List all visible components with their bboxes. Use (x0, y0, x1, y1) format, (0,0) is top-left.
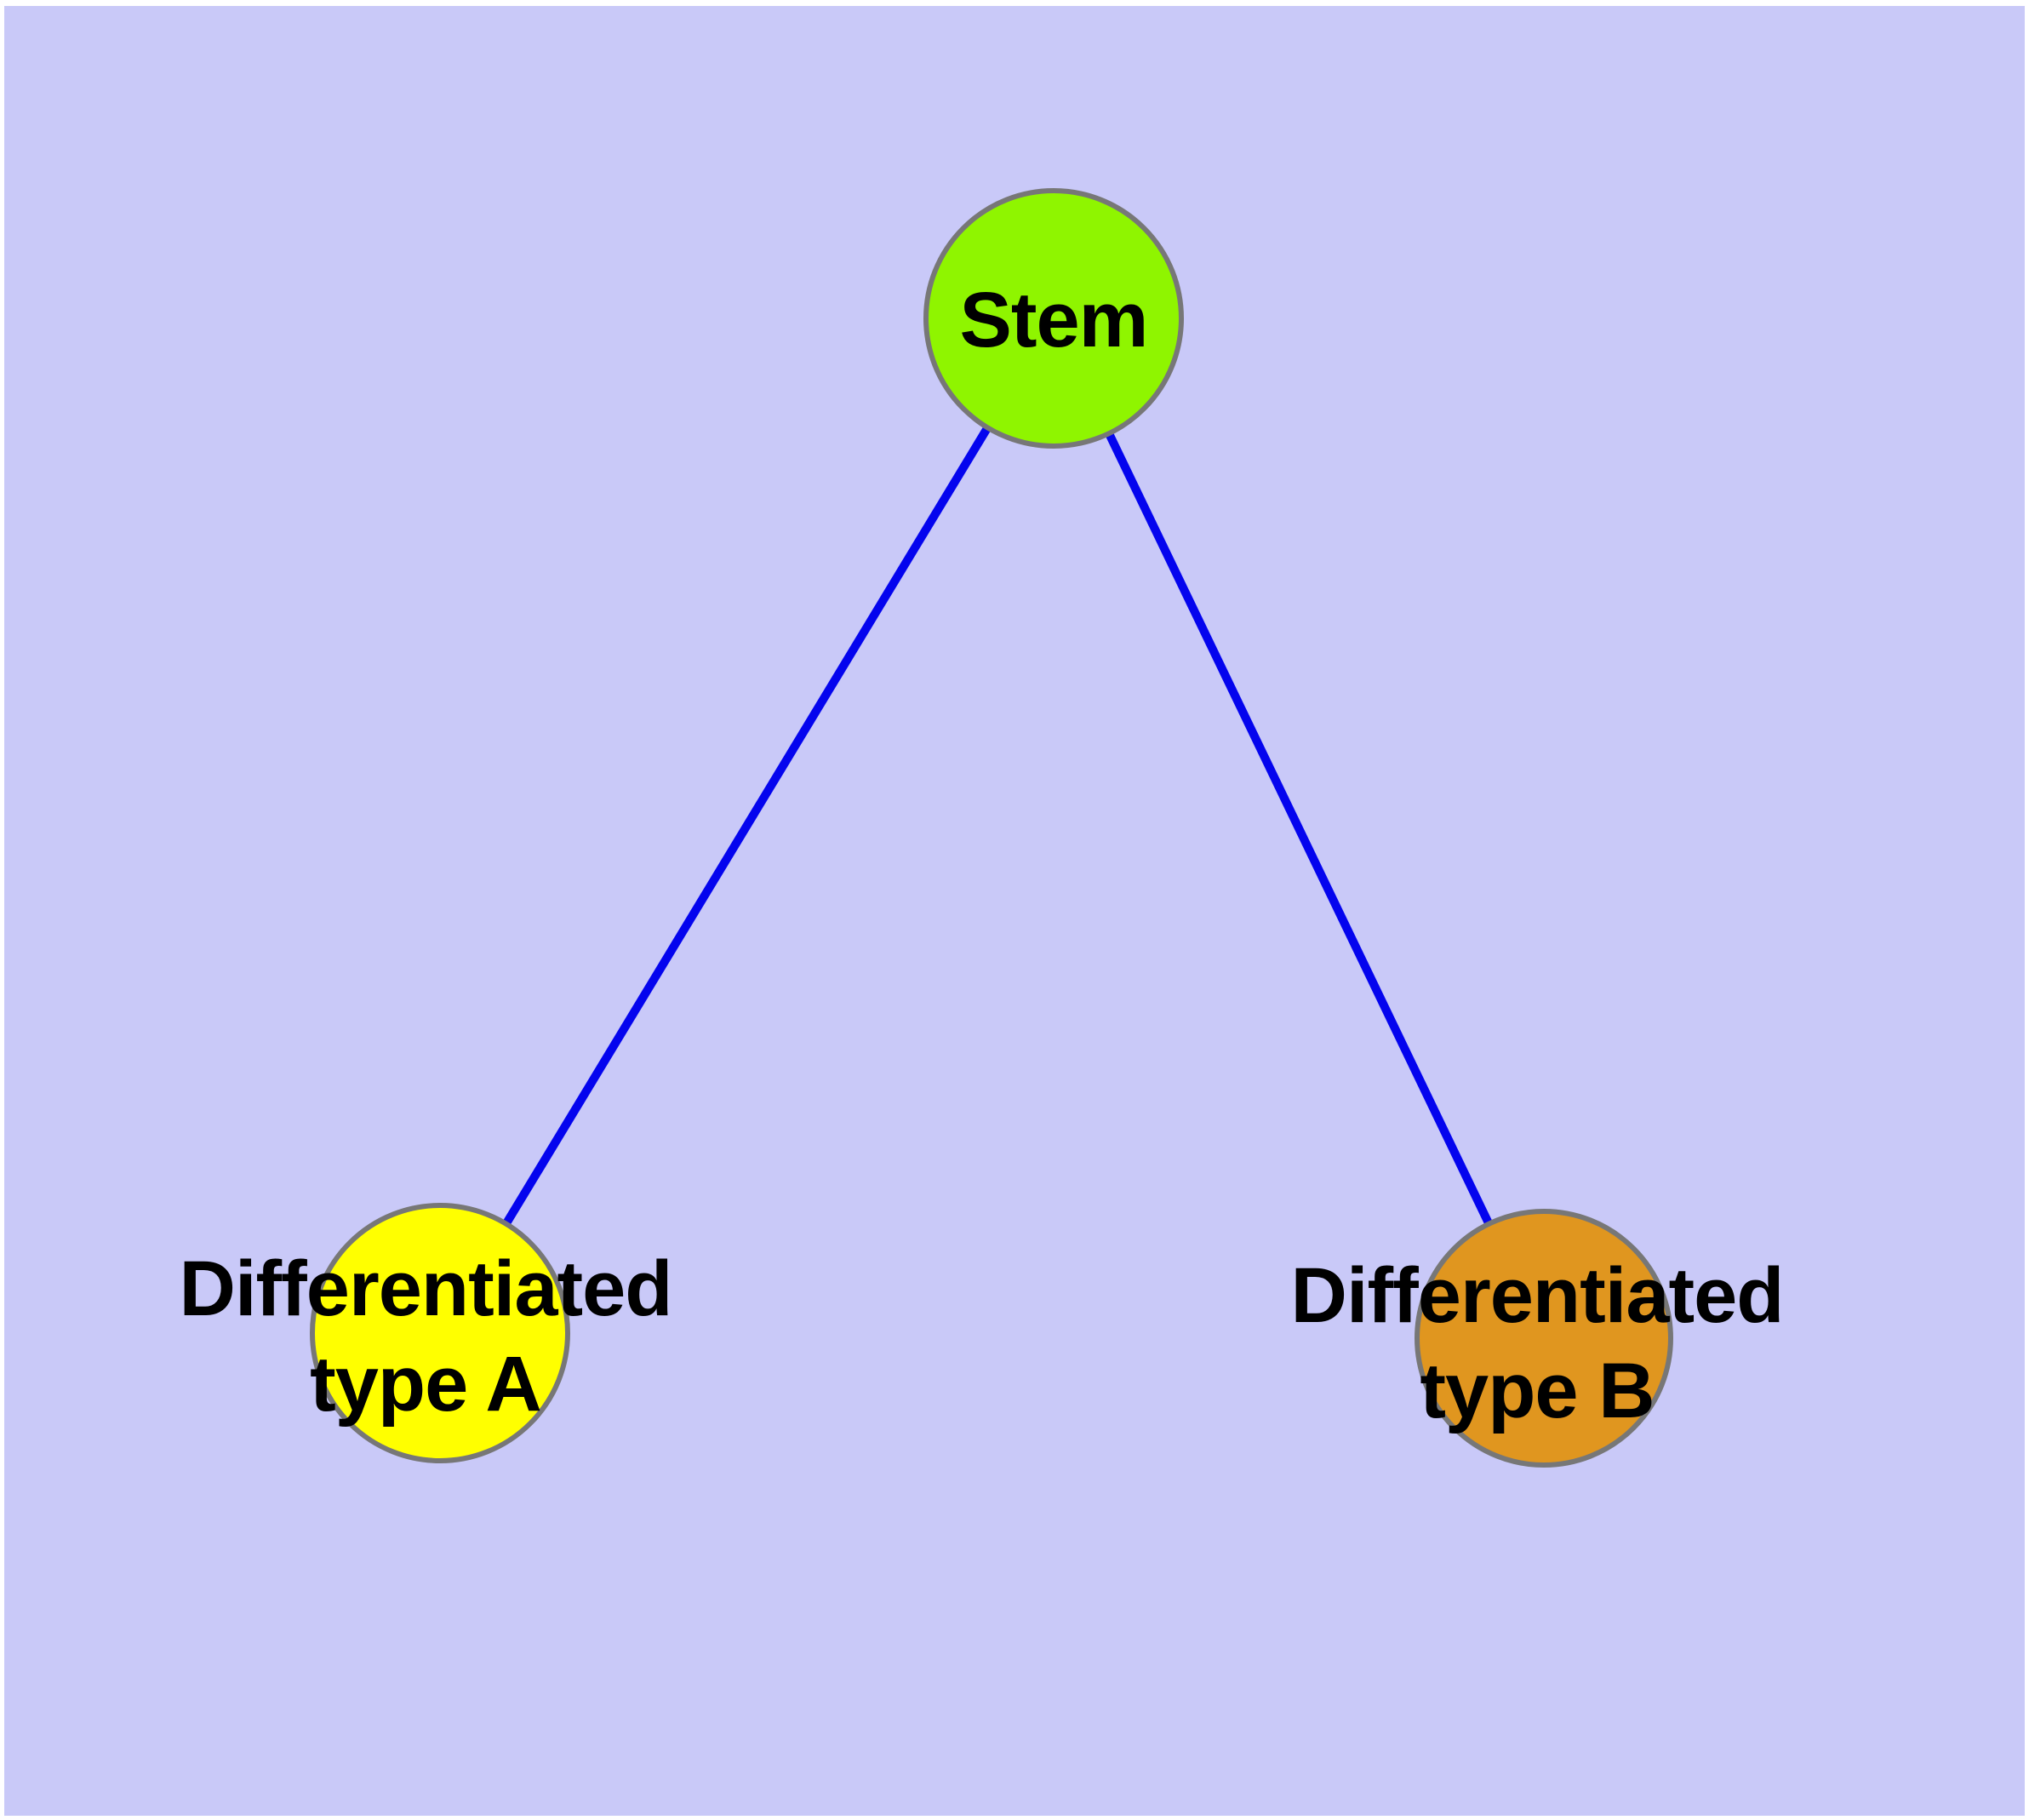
differentiated-type-a-label: Differentiated type A (179, 1241, 673, 1432)
differentiated-type-a-label-line2: type A (310, 1341, 542, 1428)
differentiated-type-a-label-line1: Differentiated (179, 1245, 673, 1332)
edge-stem-to-type-a (436, 316, 1058, 1336)
differentiated-type-b-label-line1: Differentiated (1290, 1252, 1785, 1339)
stem-node (923, 188, 1184, 449)
differentiated-type-b-node (1415, 1209, 1673, 1468)
stem-node-label-line1: Stem (959, 277, 1149, 363)
differentiated-type-b-label: Differentiated type B (1290, 1248, 1785, 1439)
differentiated-type-a-node (310, 1203, 570, 1463)
edge-stem-to-type-b (1049, 316, 1548, 1341)
differentiated-type-b-label-line2: type B (1420, 1348, 1655, 1434)
stem-node-label: Stem (959, 272, 1149, 368)
